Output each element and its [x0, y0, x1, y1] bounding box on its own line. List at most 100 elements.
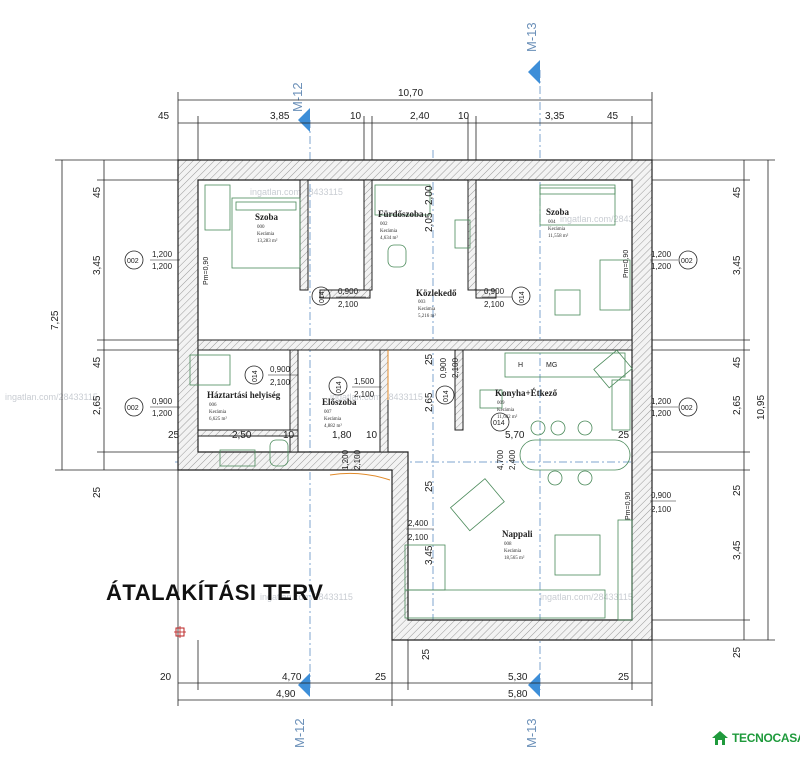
- svg-text:Kerámia: Kerámia: [418, 307, 436, 312]
- furniture: [189, 184, 633, 621]
- svg-text:1,200: 1,200: [152, 250, 173, 259]
- svg-text:009: 009: [497, 401, 505, 406]
- svg-text:003: 003: [418, 300, 426, 305]
- kitchen-unit: [611, 379, 631, 431]
- svg-text:002: 002: [127, 405, 139, 412]
- svg-text:25: 25: [375, 672, 387, 683]
- door-szoba-1: 014 0,900 2,100: [311, 286, 366, 309]
- svg-text:2,65: 2,65: [92, 395, 103, 415]
- svg-text:2,100: 2,100: [408, 533, 429, 542]
- svg-text:3,45: 3,45: [732, 540, 743, 560]
- dims-left: [55, 159, 178, 471]
- shower: [189, 354, 231, 386]
- svg-text:M-12: M-12: [292, 718, 307, 748]
- svg-text:ingatlan.com/28433115: ingatlan.com/28433115: [250, 187, 343, 197]
- svg-text:ingatlan.com/28433115: ingatlan.com/28433115: [560, 214, 653, 224]
- svg-text:007: 007: [324, 410, 332, 415]
- svg-text:3,85: 3,85: [270, 111, 290, 122]
- svg-text:4,90: 4,90: [276, 689, 296, 700]
- svg-text:Kerámia: Kerámia: [504, 549, 522, 554]
- door-nappali: 2,400 2,100: [406, 519, 434, 542]
- svg-text:4,70: 4,70: [282, 672, 302, 683]
- svg-text:10,70: 10,70: [398, 88, 423, 99]
- svg-text:11,558 m²: 11,558 m²: [548, 233, 569, 239]
- section-marker-m13-bottom: M-13: [524, 673, 540, 748]
- svg-text:014: 014: [493, 420, 505, 427]
- opening-konyha-nappali: 014 4,700 2,400: [490, 412, 517, 470]
- svg-text:M-12: M-12: [290, 82, 305, 112]
- window-right-3: 0,900 2,100: [650, 491, 676, 514]
- sofa-bottom: [404, 589, 606, 619]
- svg-text:10: 10: [350, 111, 362, 122]
- svg-text:4,634 m²: 4,634 m²: [380, 235, 398, 241]
- door-szoba-2: 0,900 2,100 014: [482, 286, 531, 309]
- svg-text:Kerámia: Kerámia: [548, 227, 566, 232]
- svg-text:1,200: 1,200: [341, 449, 350, 470]
- svg-text:004: 004: [548, 220, 556, 225]
- svg-text:45: 45: [158, 111, 170, 122]
- svg-text:20: 20: [160, 672, 172, 683]
- svg-text:45: 45: [92, 186, 103, 198]
- svg-text:25: 25: [618, 430, 630, 441]
- svg-text:0,900: 0,900: [270, 365, 291, 374]
- svg-text:014: 014: [336, 381, 343, 393]
- svg-text:002: 002: [380, 222, 388, 227]
- svg-text:5,70: 5,70: [505, 430, 525, 441]
- room-furdoszoba: Fürdőszoba 002 Kerámia 4,634 m²: [378, 209, 424, 241]
- svg-text:1,200: 1,200: [651, 409, 672, 418]
- svg-text:45: 45: [92, 356, 103, 368]
- brand-logo: TECNOCASA: [711, 730, 800, 746]
- svg-text:2,100: 2,100: [354, 390, 375, 399]
- svg-text:006: 006: [209, 403, 217, 408]
- room-szoba-1: Szoba 000 Kerámia 13,283 m²: [255, 212, 279, 244]
- svg-text:5,216 m²: 5,216 m²: [418, 313, 436, 319]
- svg-text:Szoba: Szoba: [546, 207, 570, 217]
- svg-text:1,200: 1,200: [152, 262, 173, 271]
- svg-text:0,900: 0,900: [152, 397, 173, 406]
- svg-text:10: 10: [366, 430, 378, 441]
- svg-text:Pm=0,90: Pm=0,90: [203, 257, 210, 285]
- door-haztartasi: 014 0,900 2,100: [244, 365, 298, 387]
- dining-table: [519, 439, 631, 471]
- svg-text:25: 25: [168, 430, 180, 441]
- svg-text:Előszoba: Előszoba: [322, 397, 357, 407]
- svg-text:3,45: 3,45: [424, 545, 435, 565]
- svg-text:Kerámia: Kerámia: [209, 410, 227, 415]
- window-left-1: 002 1,200 1,200: [124, 250, 180, 271]
- room-nappali: Nappali 008 Kerámia 18,565 m²: [502, 529, 533, 561]
- kitchen-box: [479, 389, 503, 409]
- svg-text:Fürdőszoba: Fürdőszoba: [378, 209, 424, 219]
- svg-text:014: 014: [252, 370, 259, 382]
- svg-text:ingatlan.com/28433115: ingatlan.com/28433115: [540, 592, 633, 602]
- coffee-table: [554, 534, 601, 576]
- svg-text:014: 014: [319, 291, 326, 303]
- svg-text:2,100: 2,100: [651, 505, 672, 514]
- svg-text:1,500: 1,500: [354, 377, 375, 386]
- svg-text:2,100: 2,100: [484, 300, 505, 309]
- svg-text:10,95: 10,95: [756, 395, 767, 420]
- section-marker-m12-bottom: M-12: [292, 673, 310, 748]
- svg-text:M-13: M-13: [524, 22, 539, 52]
- svg-text:2,400: 2,400: [508, 449, 517, 470]
- svg-text:ingatlan.com/28433115: ingatlan.com/28433115: [5, 392, 98, 402]
- svg-text:2,50: 2,50: [232, 430, 252, 441]
- svg-text:Közlekedő: Közlekedő: [416, 288, 457, 298]
- kitchen-counter: [504, 352, 626, 378]
- dims-right-labels: 10,95 45 3,45 45 2,65 25 3,45 25: [732, 186, 767, 658]
- svg-text:1,80: 1,80: [332, 430, 352, 441]
- room-konyha-etkezo: Konyha+Étkező 009 Kerámia 11,682 m²: [495, 388, 558, 420]
- svg-text:18,565 m²: 18,565 m²: [504, 555, 525, 561]
- window-right-2: 1,200 1,200 002: [650, 397, 698, 418]
- wardrobe-1: [204, 184, 231, 231]
- svg-text:1,200: 1,200: [152, 409, 173, 418]
- svg-text:2,00: 2,00: [424, 185, 435, 205]
- svg-text:Kerámia: Kerámia: [324, 417, 342, 422]
- svg-text:45: 45: [732, 356, 743, 368]
- svg-text:2,400: 2,400: [408, 519, 429, 528]
- svg-text:13,283 m²: 13,283 m²: [257, 238, 278, 244]
- svg-text:Pm=0,90: Pm=0,90: [623, 250, 630, 278]
- svg-text:45: 45: [732, 186, 743, 198]
- svg-text:45: 45: [607, 111, 619, 122]
- svg-text:Kerámia: Kerámia: [380, 229, 398, 234]
- svg-text:1,200: 1,200: [651, 250, 672, 259]
